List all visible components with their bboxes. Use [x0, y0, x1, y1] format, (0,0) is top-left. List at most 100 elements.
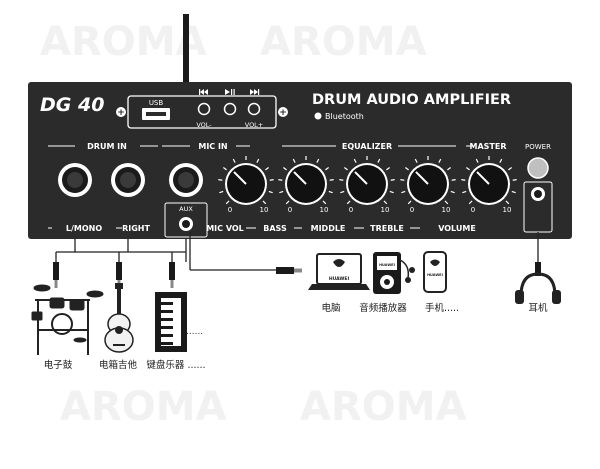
play-pause-button[interactable]	[223, 89, 237, 116]
knob-tick	[325, 167, 330, 171]
knob-max-label: 10	[381, 206, 390, 214]
mic-in-jack[interactable]	[169, 163, 203, 197]
knob-tick	[377, 158, 381, 163]
plug-drum	[53, 262, 59, 280]
section-header-lines	[48, 145, 474, 229]
knob-tick	[390, 179, 395, 181]
knob-min-label: 0	[410, 206, 414, 214]
prev-button[interactable]	[197, 89, 211, 116]
label-electronic-drum: 电子鼓	[44, 359, 73, 371]
bass-knob[interactable]: 0 10	[278, 156, 334, 214]
prev-knob	[197, 102, 211, 116]
knob-tick	[462, 190, 467, 194]
drum-in-label: DRUM IN	[87, 142, 127, 151]
knob-tick	[438, 158, 442, 163]
dots-after-keyboard: ......	[186, 327, 203, 337]
label-electric-guitar: 电箱吉他	[99, 359, 138, 371]
headphone-jack[interactable]	[531, 187, 545, 201]
knob-tick	[389, 190, 394, 194]
knob-tick	[414, 158, 418, 163]
knob-tick	[407, 200, 412, 205]
aux-label: AUX	[179, 205, 193, 213]
usb-label: USB	[149, 99, 164, 107]
knob-tick	[383, 200, 388, 205]
knob-min-label: 0	[288, 206, 292, 214]
knob-tick	[265, 167, 270, 171]
audio-player-icon: HUAWEI	[373, 252, 415, 294]
knob-tick	[386, 167, 391, 171]
knob-tick	[339, 179, 344, 181]
knob-tick	[400, 179, 405, 181]
model-name: DG 40	[40, 94, 104, 116]
knob-tick	[450, 190, 455, 194]
volume-label: VOLUME	[438, 224, 476, 233]
bluetooth-label: Bluetooth	[325, 112, 364, 121]
knob-tick	[444, 200, 449, 205]
panel-title: DRUM AUDIO AMPLIFIER	[312, 92, 511, 108]
bass-label: BASS	[263, 224, 287, 233]
l-mono-label: L/MONO	[66, 224, 102, 233]
play-pause-icon	[225, 89, 230, 95]
laptop-icon: HUAWEI	[308, 253, 370, 290]
knob-tick	[343, 167, 348, 171]
knob-tick	[447, 167, 452, 171]
knob-tick	[329, 179, 334, 181]
knob-pointer	[293, 171, 307, 185]
electronic-drum-icon	[31, 284, 104, 355]
aux-jack[interactable]	[179, 217, 193, 231]
watermark-text-3: AROMA	[60, 384, 227, 430]
drum-in-left-jack[interactable]	[58, 163, 92, 197]
laptop-brand: HUAWEI	[329, 276, 350, 282]
watermark: AROMA AROMA AROMA AROMA	[40, 19, 467, 430]
media-box-left-screw	[116, 107, 126, 117]
vol-minus-label: VOL-	[196, 121, 212, 129]
power-button[interactable]	[527, 157, 549, 179]
plug-keyboard	[169, 262, 175, 280]
knob-tick	[278, 179, 283, 181]
vol-plus-label: VOL+	[245, 121, 264, 129]
knob-max-label: 10	[260, 206, 269, 214]
knob-tick	[340, 190, 345, 194]
media-right-plus: +	[279, 108, 287, 118]
knob-tick	[292, 158, 296, 163]
knob-pointer	[476, 171, 490, 185]
knob-tick	[232, 158, 236, 163]
play-knob	[223, 102, 237, 116]
label-audio-player: 音频播放器	[359, 302, 407, 314]
plug-guitar	[116, 262, 122, 280]
knob-max-label: 10	[442, 206, 451, 214]
knob-tick	[511, 190, 516, 194]
label-keyboard: 键盘乐器 ......	[146, 359, 205, 371]
prev-icon	[200, 89, 204, 95]
phone-icon: HUAWEI	[423, 251, 447, 293]
knob-tick	[222, 167, 227, 171]
middle-label: MIDDLE	[311, 224, 346, 233]
knob-tick	[268, 190, 273, 194]
master-label: MASTER	[470, 142, 507, 151]
label-phone: 手机.....	[425, 302, 459, 314]
treble-knob[interactable]: 0 10	[400, 156, 456, 214]
treble-label: TREBLE	[370, 224, 404, 233]
knob-max-label: 10	[320, 206, 329, 214]
mic-in-label: MIC IN	[198, 142, 227, 151]
knob-max-label: 10	[503, 206, 512, 214]
plug-headphone	[535, 262, 541, 276]
knob-tick	[451, 179, 456, 181]
media-left-plus: +	[117, 108, 125, 118]
next-knob	[247, 102, 261, 116]
watermark-text-1: AROMA	[40, 19, 207, 65]
knob-tick	[316, 158, 320, 163]
knob-tick	[282, 167, 287, 171]
phone-brand: HUAWEI	[427, 273, 443, 277]
power-label: POWER	[525, 143, 551, 151]
keyboard-icon	[155, 292, 187, 352]
next-button[interactable]	[247, 89, 261, 116]
drum-in-right-jack[interactable]	[111, 163, 145, 197]
knob-tick	[269, 179, 274, 181]
knob-tick	[262, 200, 267, 205]
equalizer-label: EQUALIZER	[342, 142, 392, 151]
